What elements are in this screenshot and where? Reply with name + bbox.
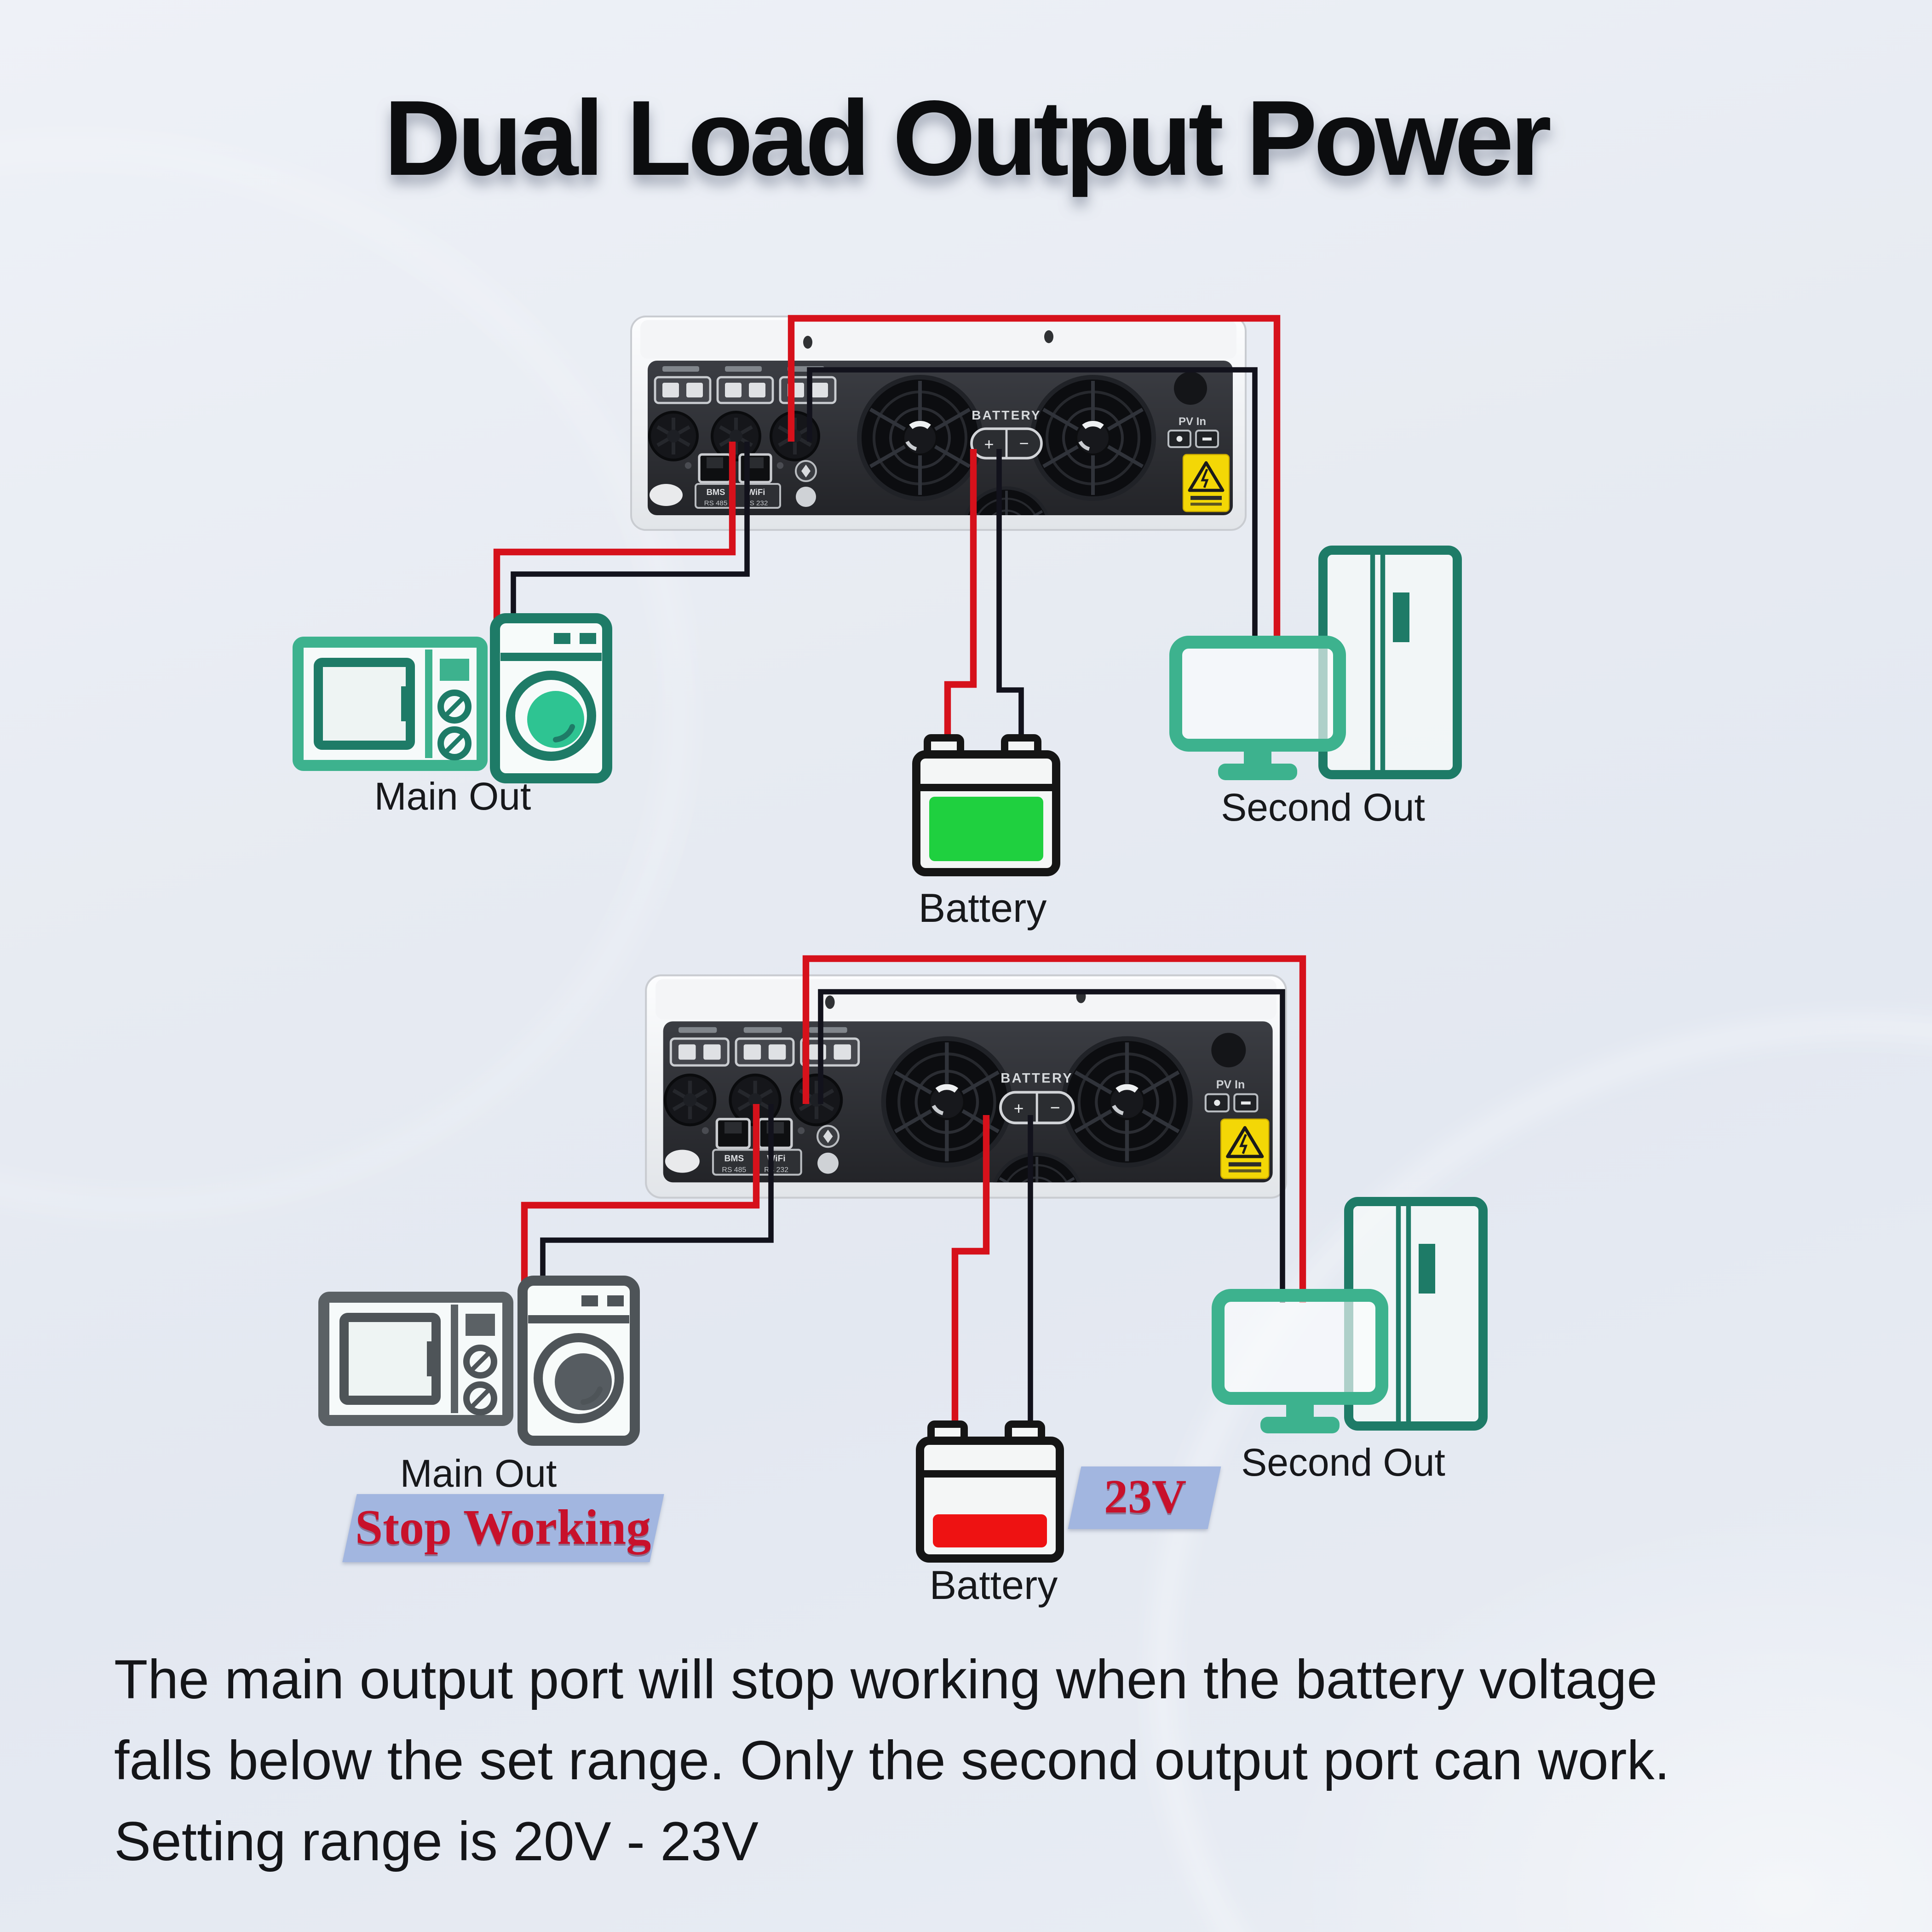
main-out-label-bottom: Main Out — [400, 1454, 557, 1496]
second-out-label-bottom: Second Out — [1241, 1443, 1445, 1485]
battery-icon-full — [909, 732, 1064, 880]
battery-icon-low — [913, 1419, 1067, 1566]
stop-working-text: Stop Working — [355, 1500, 651, 1555]
microwave-icon — [293, 637, 488, 771]
inverter-rear-view-bottom — [644, 973, 1288, 1200]
battery-label-bottom: Battery — [929, 1562, 1058, 1608]
microwave-icon-gray — [318, 1292, 513, 1426]
monitor-icon — [1168, 635, 1347, 782]
battery-label-top: Battery — [918, 885, 1047, 931]
stop-working-badge: Stop Working — [342, 1494, 664, 1562]
description-line-2: falls below the set range. Only the seco… — [114, 1731, 1670, 1792]
description-line-1: The main output port will stop working w… — [114, 1650, 1658, 1711]
washing-machine-icon — [489, 613, 613, 784]
description-line-3: Setting range is 20V - 23V — [114, 1812, 759, 1873]
description-paragraph: The main output port will stop working w… — [114, 1641, 1862, 1884]
page-title: Dual Load Output Power — [384, 79, 1552, 199]
monitor-icon-bottom — [1211, 1288, 1389, 1435]
voltage-text: 23V — [1103, 1470, 1186, 1524]
second-out-label-top: Second Out — [1221, 788, 1425, 830]
washing-machine-icon-gray — [517, 1275, 640, 1446]
inverter-rear-view-top — [629, 315, 1248, 532]
main-out-label-top: Main Out — [374, 776, 531, 819]
